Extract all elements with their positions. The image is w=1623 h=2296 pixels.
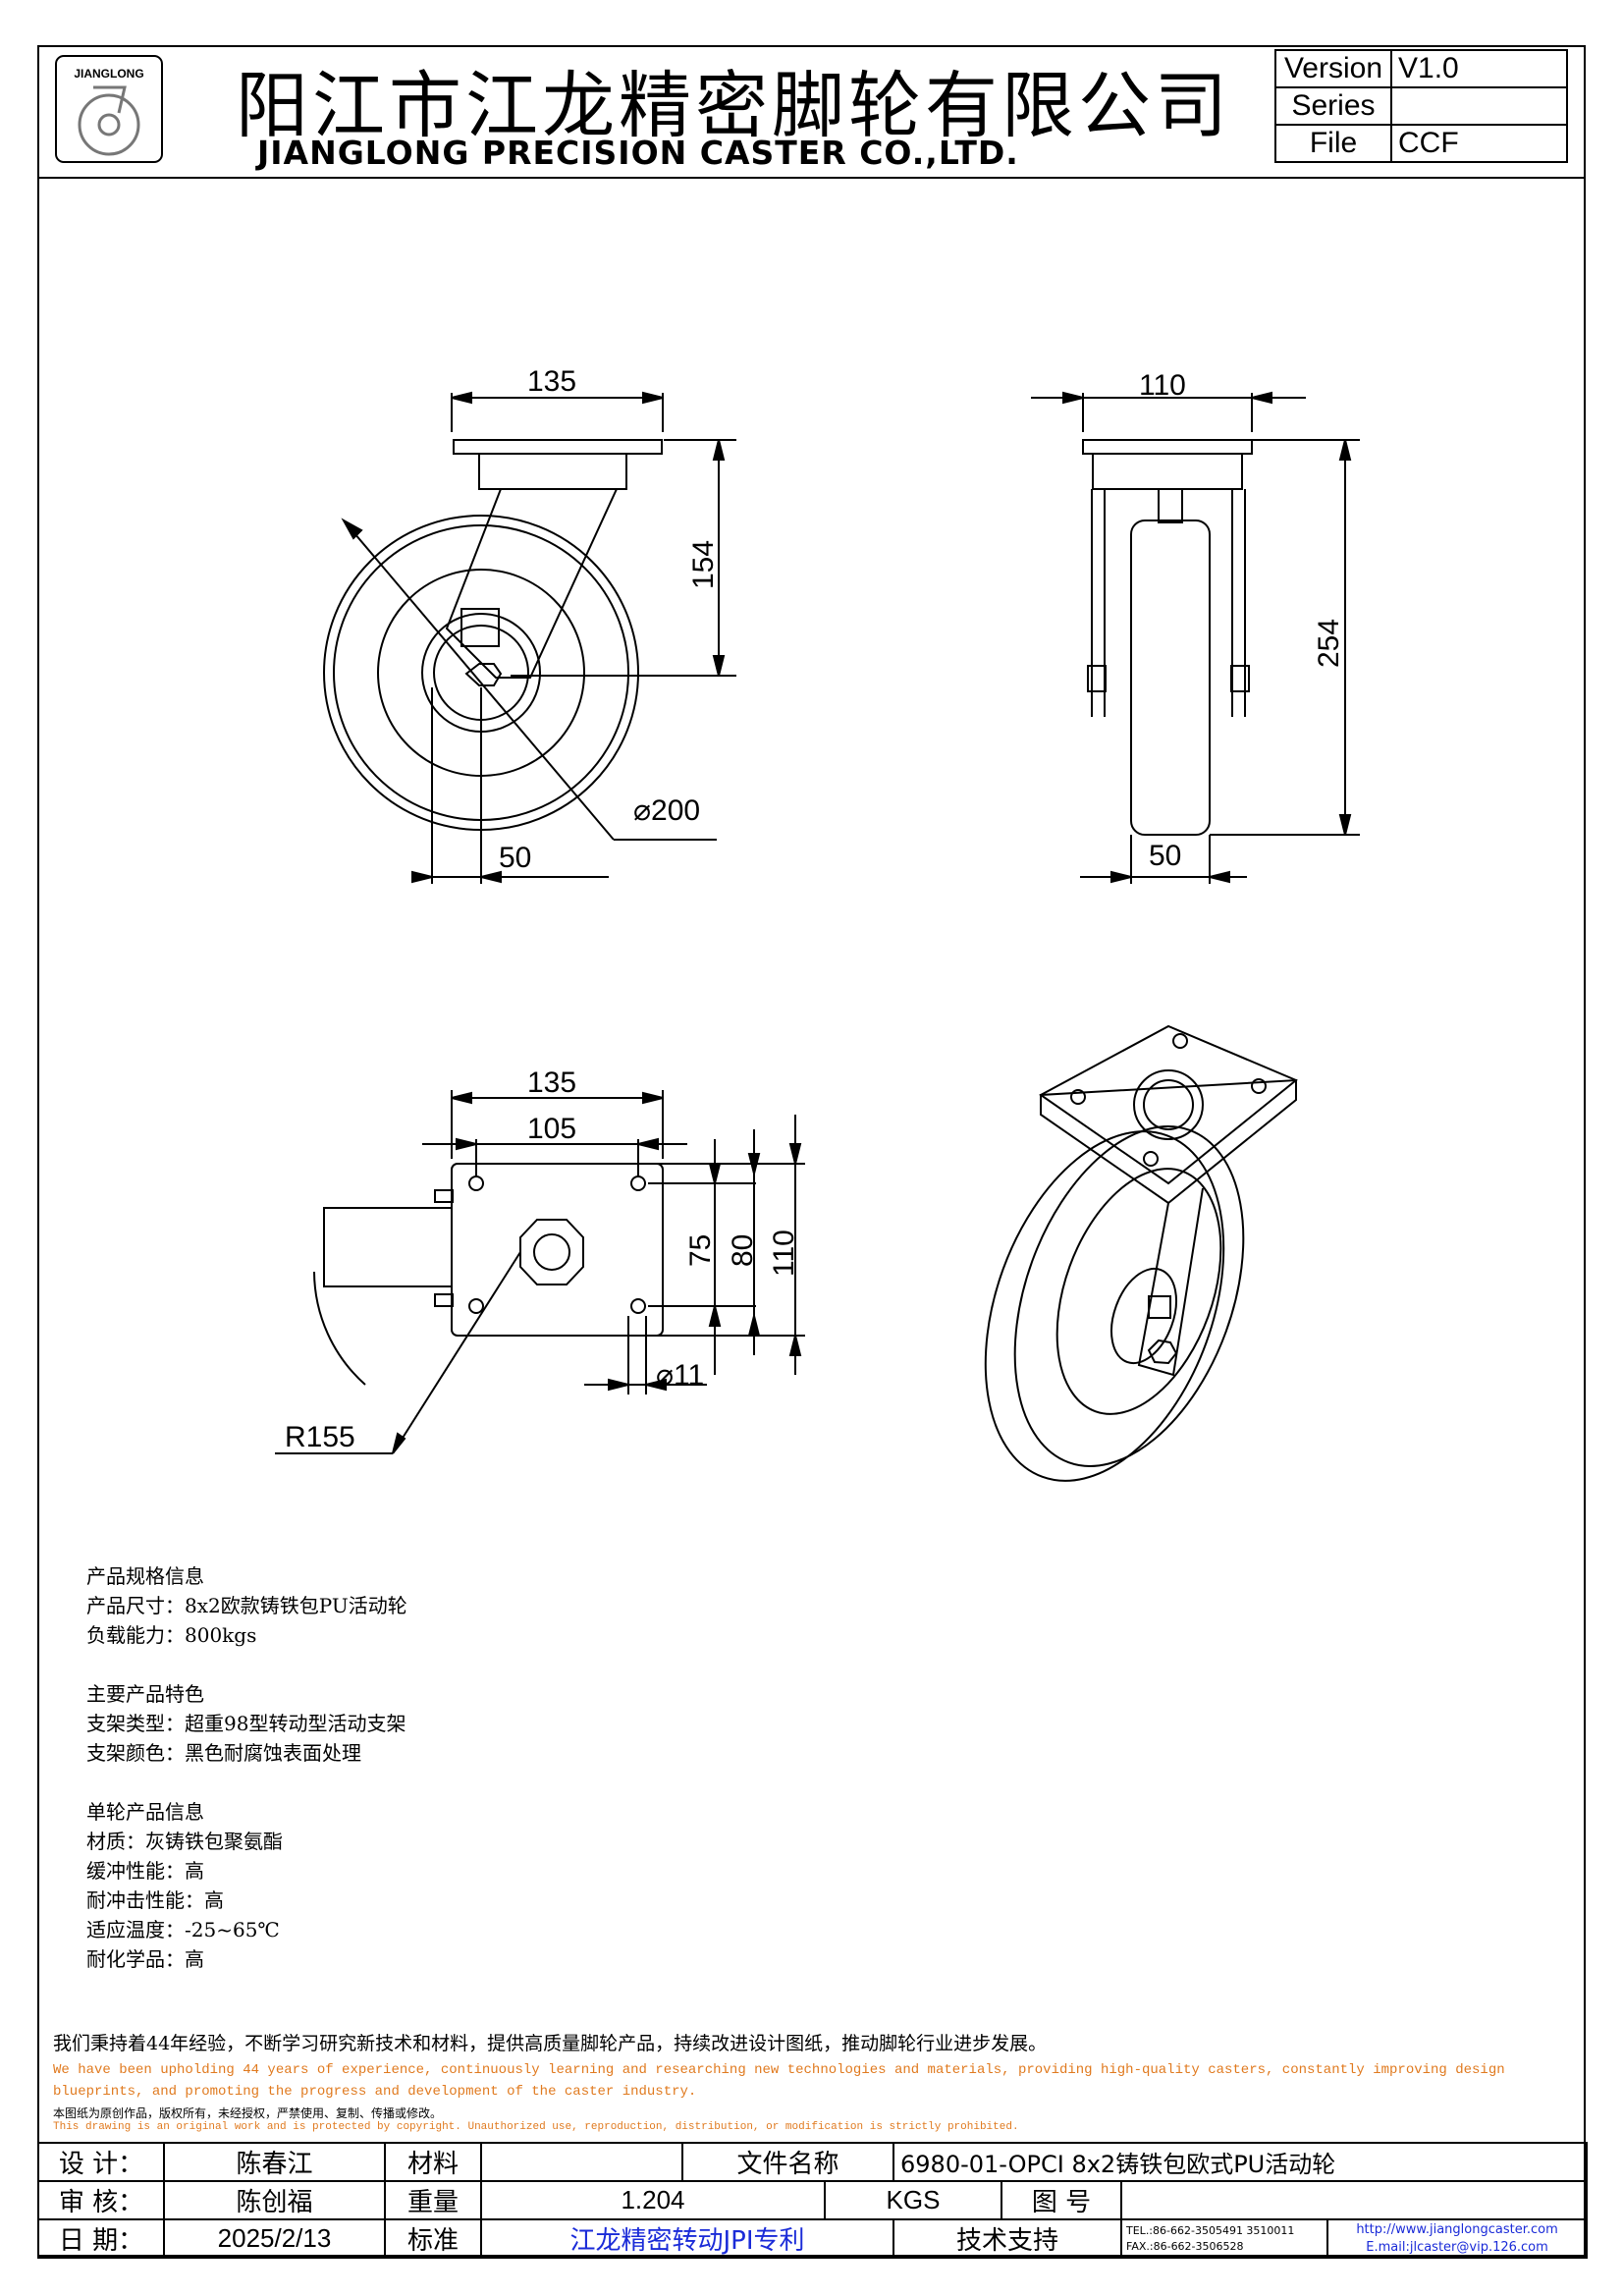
dim-front-height: 154 <box>687 539 720 589</box>
reviewer: 陈创福 <box>163 2180 386 2220</box>
note-en: We have been upholding 44 years of exper… <box>53 2062 1505 2100</box>
spec-size: 产品尺寸：8x2欧款铸铁包PU活动轮 <box>86 1594 407 1617</box>
dim-side-width: 110 <box>1139 369 1186 402</box>
series-value <box>1390 86 1568 126</box>
title-block: 设 计： 陈春江 材料 文件名称 6980-01-OPCI 8x2铸铁包欧式PU… <box>37 2142 1589 2259</box>
isometric-view <box>984 1024 1298 1482</box>
dim-side-height: 254 <box>1313 618 1345 668</box>
product-spec: 产品规格信息 产品尺寸：8x2欧款铸铁包PU活动轮 负载能力：800kgs 主要… <box>86 1561 407 1974</box>
logo-text: JIANGLONG <box>74 67 143 81</box>
file-value: CCF <box>1390 124 1568 163</box>
contact-phone: TEL.:86-662-3505491 3510011 FAX.:86-662-… <box>1120 2218 1329 2259</box>
dim-plate-depth: 110 <box>768 1230 800 1277</box>
spec-bracket-type: 支架类型：超重98型转动型活动支架 <box>86 1712 406 1735</box>
company-name-cn: 阳江市江龙精密脚轮有限公司 <box>236 64 1231 148</box>
copyright-en: This drawing is an original work and is … <box>53 2121 1019 2133</box>
spec-section1-title: 产品规格信息 <box>86 1564 204 1588</box>
notes: 我们秉持着44年经验，不断学习研究新技术和材料，提供高质量脚轮产品，持续改进设计… <box>53 2029 1585 2133</box>
material-value <box>480 2142 683 2182</box>
dim-swivel-radius: R155 <box>285 1421 355 1453</box>
spec-material: 材质：灰铸铁包聚氨酯 <box>86 1830 283 1853</box>
material-label: 材料 <box>384 2142 482 2182</box>
spec-cushion: 缓冲性能：高 <box>86 1859 204 1883</box>
tel: TEL.:86-662-3505491 3510011 <box>1126 2223 1295 2237</box>
dim-front-offset: 50 <box>499 842 532 874</box>
website-link[interactable]: http://www.jianglongcaster.com <box>1356 2221 1558 2237</box>
design-label: 设 计： <box>37 2142 165 2182</box>
company-logo: JIANGLONG <box>55 55 163 163</box>
filename-label: 文件名称 <box>680 2142 895 2182</box>
series-label: Series <box>1274 86 1392 126</box>
copyright-cn: 本图纸为原创作品，版权所有，未经授权，严禁使用、复制、传播或修改。 <box>53 2106 443 2120</box>
dim-hole-spacing-x: 105 <box>527 1113 577 1145</box>
spec-bracket-color: 支架颜色：黑色耐腐蚀表面处理 <box>86 1741 361 1765</box>
dim-hole-spacing-y: 75 <box>684 1233 717 1267</box>
weight-label: 重量 <box>384 2180 482 2220</box>
weight-value: 1.204 <box>480 2180 826 2220</box>
dim-side-tread: 50 <box>1149 840 1182 872</box>
support-label: 技术支持 <box>893 2218 1123 2259</box>
side-view <box>1031 391 1360 884</box>
spec-impact: 耐冲击性能：高 <box>86 1888 224 1912</box>
plate-view <box>275 1090 805 1454</box>
date-value: 2025/2/13 <box>163 2218 386 2259</box>
version-label: Version <box>1274 49 1392 88</box>
drawing-no-value <box>1120 2180 1589 2220</box>
filename-value: 6980-01-OPCI 8x2铸铁包欧式PU活动轮 <box>893 2142 1589 2182</box>
spec-temperature: 适应温度：-25~65℃ <box>86 1918 280 1941</box>
email-link[interactable]: E.mail:jlcaster@vip.126.com <box>1366 2239 1548 2255</box>
date-label: 日 期： <box>37 2218 165 2259</box>
dim-plate-inner: 80 <box>727 1233 759 1267</box>
dim-hole-diameter: ⌀11 <box>656 1359 705 1392</box>
fax: FAX.:86-662-3506528 <box>1126 2239 1244 2253</box>
dim-front-width: 135 <box>527 365 577 398</box>
file-label: File <box>1274 124 1392 163</box>
dim-wheel-diameter: ⌀200 <box>633 794 701 827</box>
front-view <box>323 391 736 884</box>
dim-plate-width: 135 <box>527 1066 577 1099</box>
spec-section2-title: 主要产品特色 <box>86 1682 204 1706</box>
spec-section3-title: 单轮产品信息 <box>86 1800 204 1824</box>
company-name-en: JIANGLONG PRECISION CASTER CO.,LTD. <box>257 134 1019 172</box>
spec-chemical: 耐化学品：高 <box>86 1947 204 1971</box>
technical-drawing <box>275 391 1360 1482</box>
weight-unit: KGS <box>823 2180 1003 2220</box>
spec-load: 负载能力：800kgs <box>86 1623 257 1647</box>
drawing-no-label: 图 号 <box>1001 2180 1123 2220</box>
standard-value: 江龙精密转动JPI专利 <box>479 2218 895 2259</box>
note-cn: 我们秉持着44年经验，不断学习研究新技术和材料，提供高质量脚轮产品，持续改进设计… <box>53 2033 1048 2054</box>
designer: 陈春江 <box>163 2142 386 2182</box>
review-label: 审 核： <box>37 2180 165 2220</box>
standard-label: 标准 <box>384 2218 482 2259</box>
contact-web: http://www.jianglongcaster.com E.mail:jl… <box>1326 2218 1589 2259</box>
version-value: V1.0 <box>1390 49 1568 88</box>
header-divider <box>37 177 1586 179</box>
